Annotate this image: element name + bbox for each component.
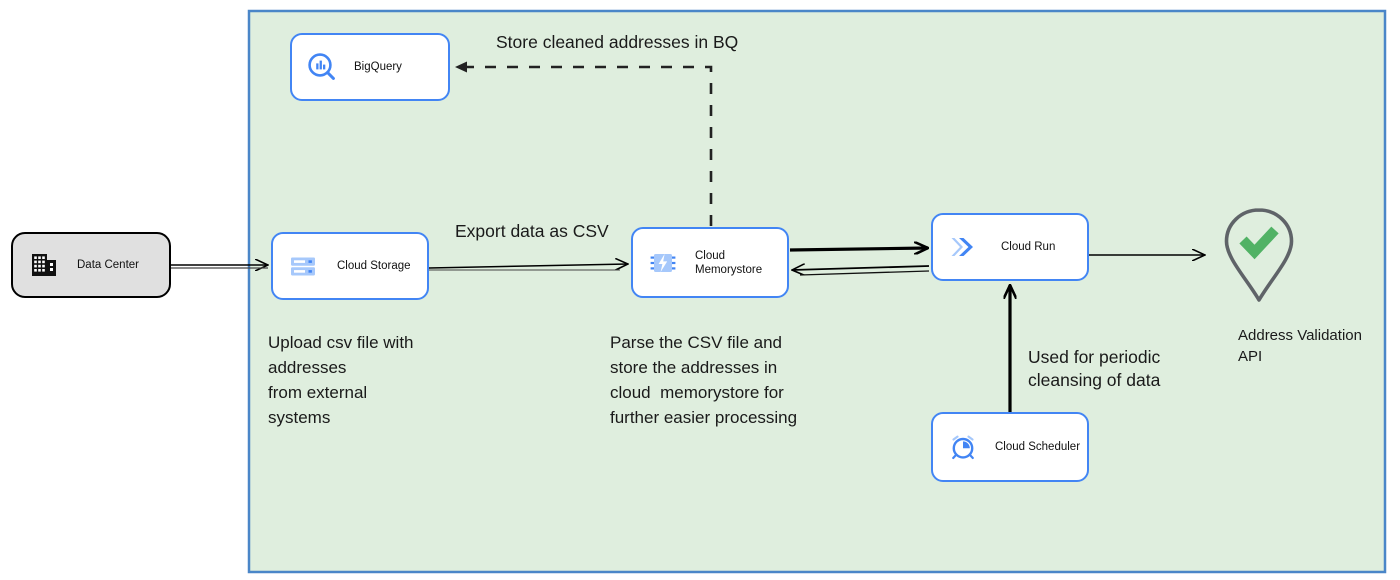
node-label-bigquery: BigQuery [354,61,402,73]
node-cloud-run[interactable]: Cloud Run [931,213,1089,281]
location-pin-check-icon [1222,206,1296,309]
memorystore-icon [647,247,679,279]
cloud-scheduler-icon [947,431,979,463]
node-label-cloud-run: Cloud Run [1001,241,1056,253]
edge-cloudrun-to-memorystore [792,266,930,275]
label-address-validation-api: Address Validation API [1238,327,1362,365]
node-cloud-memorystore[interactable]: Cloud Memorystore [631,227,789,298]
node-label-data-center: Data Center [77,259,140,271]
caption-parse-csv-note: Parse the CSV file and store the address… [610,333,798,427]
edge-label-store-cleaned-addresses: Store cleaned addresses in BQ [496,32,739,52]
caption-upload-csv-note: Upload csv file with addresses from exte… [268,333,414,427]
node-cloud-storage[interactable]: Cloud Storage [271,232,429,300]
bigquery-icon [306,51,338,83]
node-label-cloud-memorystore: Cloud Memorystore [695,249,763,276]
cloud-storage-icon [287,250,319,282]
edge-label-export-data-as-csv: Export data as CSV [455,221,609,241]
edge-storage-to-memorystore [428,264,628,271]
edge-memorystore-to-bigquery-dashed [455,61,713,226]
cloud-run-icon [947,231,981,263]
node-bigquery[interactable]: BigQuery [290,33,450,101]
edge-datacenter-to-storage [171,265,268,268]
node-cloud-scheduler[interactable]: Cloud Scheduler [931,412,1089,482]
node-label-cloud-storage: Cloud Storage [337,260,411,272]
node-label-cloud-scheduler: Cloud Scheduler [995,441,1081,453]
google-cloud-boundary [247,9,1387,574]
building-icon [29,250,59,280]
node-data-center[interactable]: Data Center [11,232,171,298]
edge-label-used-for-periodic-cleansing: Used for periodic cleansing of data [1028,347,1161,390]
edge-memorystore-to-cloudrun [789,248,928,250]
